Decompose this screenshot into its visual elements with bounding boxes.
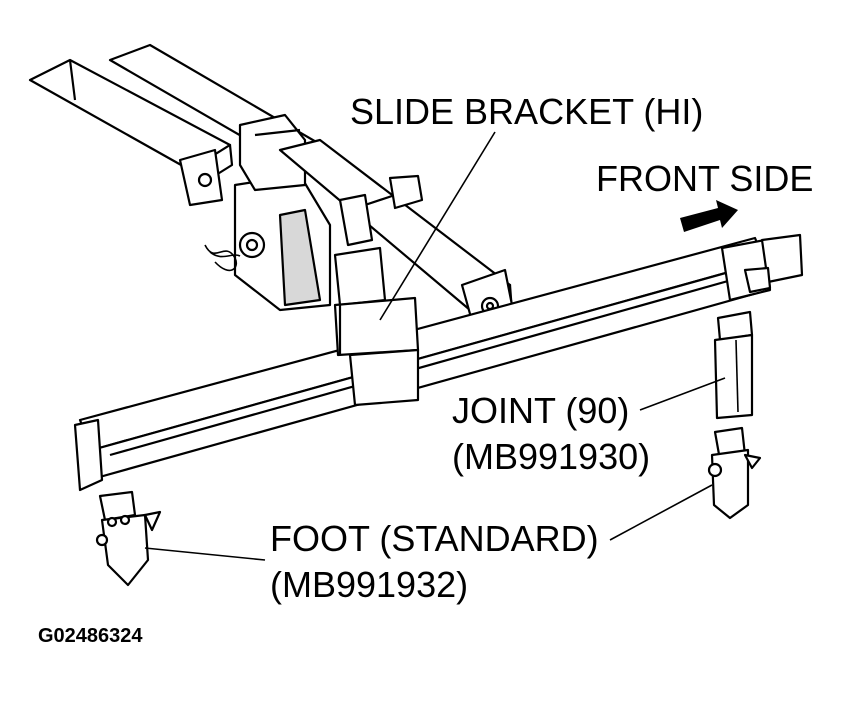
clamp-knob	[338, 174, 424, 247]
front-rail	[73, 236, 770, 492]
label-joint-name: JOINT (90)	[452, 390, 630, 431]
label-slide-bracket: SLIDE BRACKET (HI)	[350, 91, 704, 132]
leader-foot-right	[609, 484, 713, 541]
leader-foot-left	[144, 547, 266, 561]
front-direction-arrow	[680, 200, 738, 232]
label-foot-part: (MB991932)	[270, 564, 469, 605]
label-joint-part: (MB991930)	[452, 436, 651, 477]
center-block	[204, 173, 332, 312]
upper-bracket	[238, 113, 307, 192]
front-end-bracket	[720, 233, 804, 302]
slide-bracket-hi	[333, 246, 420, 407]
figure-id: G02486324	[38, 625, 143, 647]
foot-left	[95, 490, 162, 587]
leader-slide-bracket	[379, 131, 496, 321]
label-foot-name: FOOT (STANDARD)	[270, 518, 599, 559]
leader-joint	[639, 377, 726, 411]
label-front-side: FRONT SIDE	[596, 158, 814, 199]
joint-90	[713, 310, 754, 420]
rear-rail	[28, 58, 234, 207]
foot-right	[707, 426, 762, 520]
